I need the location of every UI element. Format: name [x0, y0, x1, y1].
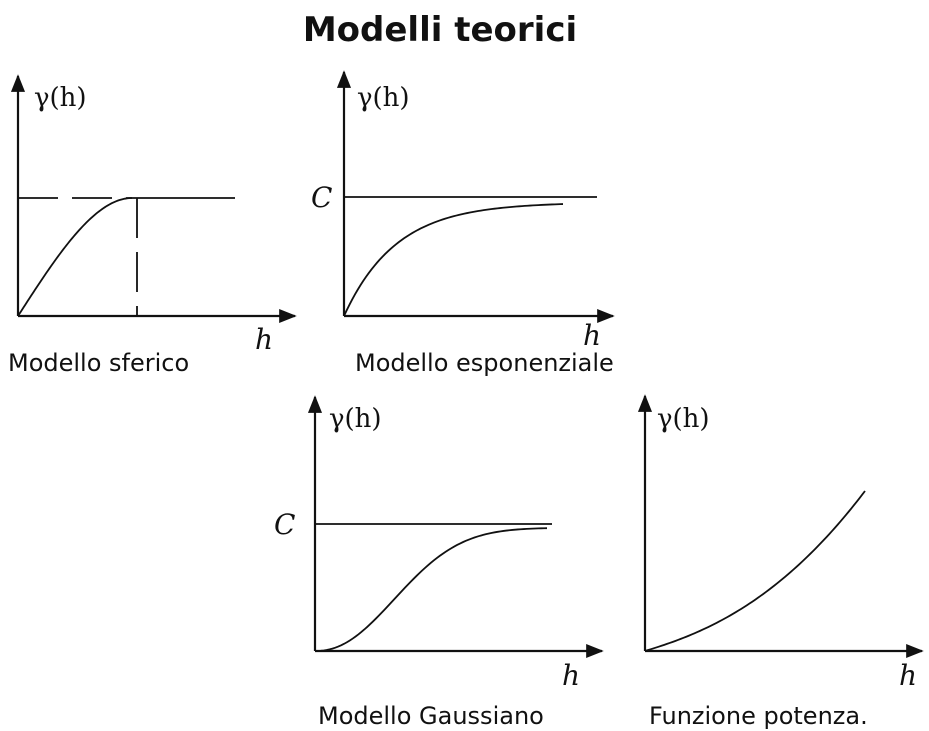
exponential-sill-label: C	[311, 181, 332, 214]
power-function-caption: Funzione potenza.	[649, 702, 868, 730]
page-title: Modelli teorici	[303, 10, 577, 50]
gaussian-model-caption: Modello Gaussiano	[318, 702, 544, 730]
exponential-y-axis-label: γ(h)	[357, 83, 410, 113]
power-x-axis-label: h	[899, 659, 917, 692]
spherical-x-axis-label: h	[255, 323, 273, 356]
exponential-model-curve	[343, 203, 564, 317]
panel-gaussian-model: γ(h) h C Modello Gaussiano	[274, 395, 604, 730]
power-function-curve	[644, 490, 866, 652]
exponential-model-caption: Modello esponenziale	[355, 349, 614, 377]
gaussian-sill-label: C	[274, 508, 295, 541]
gaussian-x-axis-label: h	[562, 659, 580, 692]
panel-power-function: γ(h) h Funzione potenza.	[637, 394, 924, 730]
panel-spherical-model: γ(h) h Modello sferico	[8, 74, 297, 377]
power-y-axis-label: γ(h)	[657, 404, 710, 434]
gaussian-y-axis-label: γ(h)	[329, 404, 382, 434]
gaussian-model-curve	[314, 527, 548, 652]
spherical-model-curve	[17, 197, 133, 317]
panel-exponential-model: γ(h) h C Modello esponenziale	[311, 70, 615, 377]
exponential-x-axis-label: h	[583, 319, 601, 352]
spherical-y-axis-label: γ(h)	[34, 83, 87, 113]
spherical-model-caption: Modello sferico	[8, 349, 189, 377]
